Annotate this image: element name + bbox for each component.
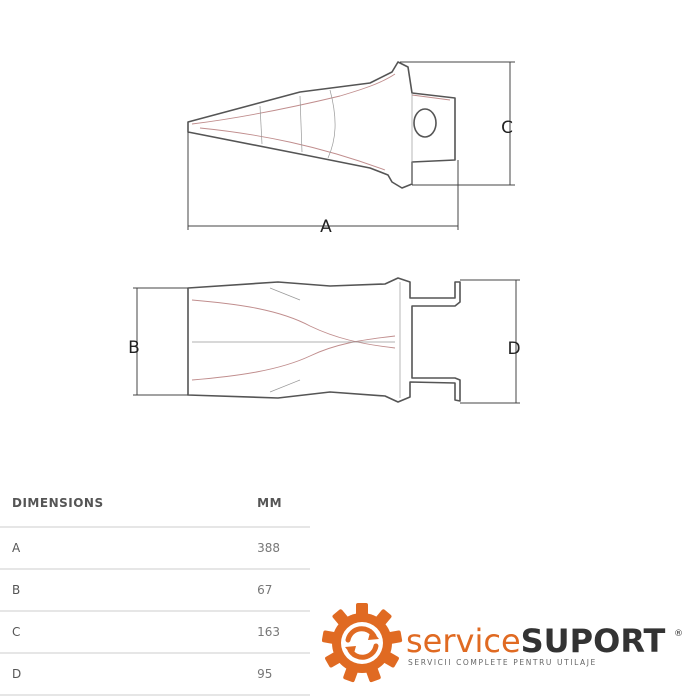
dimension-a: A	[187, 132, 459, 237]
row-value: 67	[257, 583, 273, 597]
pin-hole	[413, 108, 437, 138]
row-name: B	[12, 583, 21, 597]
dimension-c-label: C	[501, 118, 513, 138]
logo-word-service: service	[406, 622, 521, 660]
logo-registered-mark: ®	[674, 629, 683, 639]
technical-drawing: A C B D	[128, 61, 521, 404]
row-value: 388	[257, 541, 281, 555]
tooth-side-view	[187, 61, 456, 189]
table-row: C 163	[0, 612, 310, 654]
tooth-top-view	[187, 277, 461, 403]
table-row: B 67	[0, 570, 310, 612]
header-mm: MM	[257, 496, 283, 510]
dimensions-table: DIMENSIONS MM A 388 B 67 C 163 D 95	[0, 480, 310, 696]
row-value: 163	[257, 625, 281, 639]
table-header: DIMENSIONS MM	[0, 480, 310, 528]
dimension-b: B	[128, 287, 188, 396]
logo-word-suport: SUPORT	[521, 622, 666, 660]
dimension-a-label: A	[320, 217, 332, 237]
servicesuport-logo: serviceSUPORT ® SERVICII COMPLETE PENTRU…	[322, 603, 683, 683]
dimension-b-label: B	[128, 338, 140, 358]
header-dimensions: DIMENSIONS	[12, 496, 104, 510]
dimension-c: C	[400, 61, 515, 186]
table-row: D 95	[0, 654, 310, 696]
row-name: A	[12, 541, 21, 555]
row-value: 95	[257, 667, 273, 681]
dimension-d: D	[460, 279, 521, 404]
row-name: D	[12, 667, 22, 681]
dimension-d-label: D	[507, 339, 520, 359]
logo-wordmark: serviceSUPORT	[406, 622, 666, 660]
gear-icon	[322, 603, 403, 683]
row-name: C	[12, 625, 21, 639]
table-row: A 388	[0, 528, 310, 570]
logo-tagline: SERVICII COMPLETE PENTRU UTILAJE	[408, 658, 597, 667]
